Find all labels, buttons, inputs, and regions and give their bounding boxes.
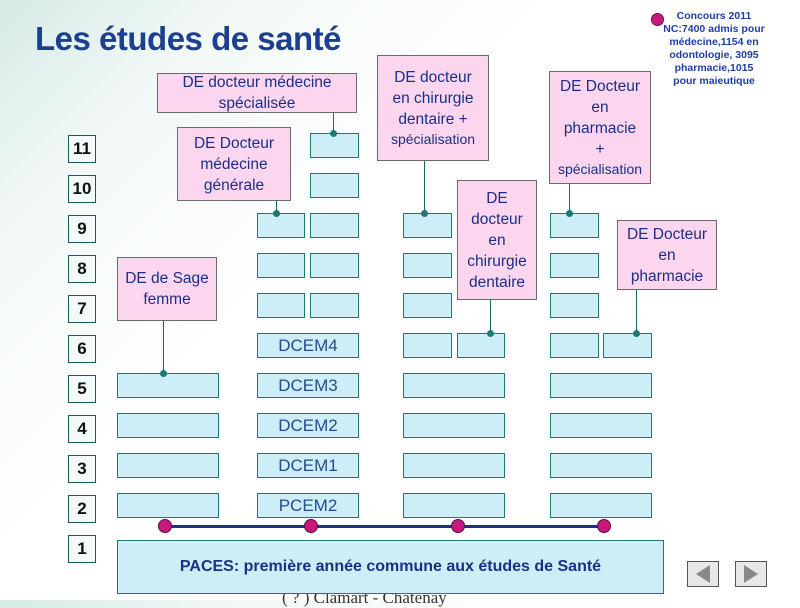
label-medecine-specialisee: DE docteur médecine spécialisée: [157, 73, 357, 113]
dcem1-cell: DCEM1: [257, 453, 359, 478]
medecine-year-9-a: [257, 213, 305, 238]
medecine-year-8-a: [257, 253, 305, 278]
page-title: Les études de santé: [35, 20, 341, 57]
arrow-right-icon: [744, 565, 758, 583]
pharmacie-year-8: [550, 253, 599, 278]
year-5: 5: [68, 375, 96, 403]
dentaire-year-2: [403, 493, 505, 518]
dcem2-cell: DCEM2: [257, 413, 359, 438]
year-3: 3: [68, 455, 96, 483]
year-2: 2: [68, 495, 96, 523]
dentaire-year-9: [403, 213, 452, 238]
medecine-year-7-b: [310, 293, 359, 318]
connector-line: [424, 160, 425, 213]
pharmacie-year-4: [550, 413, 652, 438]
connector-dot: [421, 210, 428, 217]
dentaire-year-4: [403, 413, 505, 438]
connector-dot: [487, 330, 494, 337]
year-1: 1: [68, 535, 96, 563]
label-sage-femme: DE de Sage femme: [117, 257, 217, 321]
connector-line: [636, 290, 637, 334]
connector-line: [276, 200, 277, 214]
connector-dot: [633, 330, 640, 337]
year-10: 10: [68, 175, 96, 203]
dcem3-cell: DCEM3: [257, 373, 359, 398]
year-4: 4: [68, 415, 96, 443]
branch-dot: [304, 519, 318, 533]
pharmacie-year-6-b: [603, 333, 652, 358]
label-chirurgie-dentaire: DE docteur en chirurgie dentaire: [457, 180, 537, 300]
connector-dot: [273, 210, 280, 217]
dentaire-year-7: [403, 293, 452, 318]
arrow-left-icon: [696, 565, 710, 583]
year-11: 11: [68, 135, 96, 163]
year-9: 9: [68, 215, 96, 243]
sage-femme-year-3: [117, 453, 219, 478]
dentaire-year-3: [403, 453, 505, 478]
year-6: 6: [68, 335, 96, 363]
label-pharmacie-specialisation: DE Docteur en pharmacie + spécialisation: [549, 71, 651, 184]
concours-note: Concours 2011 NC:7400 admis pour médecin…: [663, 10, 765, 87]
paces-box: PACES: première année commune aux études…: [117, 540, 664, 594]
next-slide-button[interactable]: [735, 561, 767, 587]
branch-dot: [158, 519, 172, 533]
connector-dot: [160, 370, 167, 377]
pharmacie-year-9: [550, 213, 599, 238]
pharmacie-year-3: [550, 453, 652, 478]
sage-femme-year-4: [117, 413, 219, 438]
connector-line: [569, 183, 570, 213]
connector-dot: [566, 210, 573, 217]
pharmacie-year-7: [550, 293, 599, 318]
year-7: 7: [68, 295, 96, 323]
pcem2-cell: PCEM2: [257, 493, 359, 518]
dentaire-year-6-b: [457, 333, 505, 358]
label-pharmacie: DE Docteur en pharmacie: [617, 220, 717, 290]
medecine-year-9-b: [310, 213, 359, 238]
sage-femme-year-2: [117, 493, 219, 518]
connector-dot: [330, 130, 337, 137]
dentaire-year-8: [403, 253, 452, 278]
paces-connector-line: [163, 525, 605, 528]
connector-line: [163, 320, 164, 373]
connector-line: [333, 112, 334, 133]
previous-slide-button[interactable]: [687, 561, 719, 587]
pharmacie-year-5: [550, 373, 652, 398]
dcem4-cell: DCEM4: [257, 333, 359, 358]
bullet-icon: [651, 13, 664, 26]
branch-dot: [451, 519, 465, 533]
medecine-year-10: [310, 173, 359, 198]
sage-femme-year-5: [117, 373, 219, 398]
pharmacie-year-6-a: [550, 333, 599, 358]
connector-line: [490, 299, 491, 334]
label-medecine-generale: DE Docteur médecine générale: [177, 127, 291, 201]
dentaire-year-5: [403, 373, 505, 398]
pharmacie-year-2: [550, 493, 652, 518]
branch-dot: [597, 519, 611, 533]
medecine-year-8-b: [310, 253, 359, 278]
dentaire-year-6-a: [403, 333, 452, 358]
label-chirurgie-dentaire-specialisation: DE docteur en chirurgie dentaire + spéci…: [377, 55, 489, 161]
medecine-year-7-a: [257, 293, 305, 318]
year-8: 8: [68, 255, 96, 283]
